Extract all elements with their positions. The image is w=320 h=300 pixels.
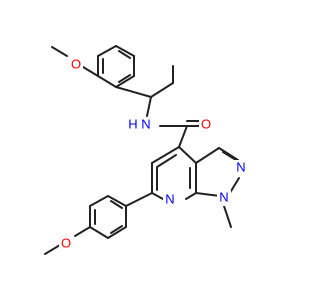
pyridine-nitrogen-label: N bbox=[165, 191, 174, 206]
bottom-methoxyphenyl-group bbox=[44, 195, 127, 255]
bottom-ring-bond-4 bbox=[89, 226, 109, 239]
pyrazolopyridine-core bbox=[125, 146, 240, 228]
methyl-nitrogen-label: N bbox=[219, 189, 228, 204]
n-methyl-bond bbox=[223, 205, 232, 228]
top-ring-double-2 bbox=[118, 50, 131, 59]
amide-nitrogen-label: N bbox=[141, 116, 150, 131]
pyrazole-bond-1 bbox=[195, 147, 220, 164]
bottom-ring-double-3 bbox=[110, 225, 123, 234]
amide-hydrogen-label: H bbox=[128, 116, 137, 131]
bond-bottom-ring-to-o bbox=[74, 226, 91, 237]
amide-oxygen-label: O bbox=[201, 116, 211, 131]
top-methoxyphenyl-group bbox=[51, 45, 135, 88]
pyridine-bond-4 bbox=[185, 192, 197, 200]
molecule-structure: O O N H N N N O bbox=[44, 45, 248, 255]
propyl-amide-linker bbox=[115, 65, 202, 148]
bottom-ring-bond-2 bbox=[89, 195, 109, 207]
bond-ch-to-ch2 bbox=[150, 82, 174, 98]
pyrazole-bond-3 bbox=[222, 151, 237, 161]
bond-core-to-bottom-aryl bbox=[125, 192, 153, 207]
bond-top-o-ring bbox=[82, 66, 99, 77]
bottom-methoxy-oxygen-label: O bbox=[61, 235, 71, 250]
molecule-canvas: O O N H N N N O bbox=[44, 45, 248, 255]
bond-carbonyl-to-core bbox=[178, 125, 188, 148]
pyrazole-bond-5 bbox=[195, 192, 221, 197]
pyridine-bond-3 bbox=[151, 192, 164, 200]
top-ring-double-3 bbox=[118, 74, 131, 83]
bond-top-methyl bbox=[51, 46, 68, 57]
top-ring-bond-2 bbox=[97, 45, 117, 57]
bond-ch-to-n bbox=[146, 96, 152, 117]
bond-bottom-o-to-methyl bbox=[44, 244, 61, 255]
bottom-ring-bond-1 bbox=[107, 195, 127, 207]
bottom-ring-bond-5 bbox=[107, 226, 127, 239]
bottom-ring-double-1 bbox=[110, 200, 123, 209]
top-ring-bond-3 bbox=[115, 45, 135, 57]
top-ring-bond-5 bbox=[115, 75, 135, 88]
top-ring-bond-6 bbox=[97, 75, 117, 88]
atom-labels: O O N H N N N O bbox=[59, 56, 248, 252]
pyridine-double-1 bbox=[156, 154, 177, 168]
pyridine-bond-6 bbox=[178, 146, 197, 164]
bond-aryl-to-ch bbox=[115, 86, 152, 98]
pyridine-bond-1 bbox=[151, 146, 180, 164]
pyrazole-nitrogen-label: N bbox=[236, 159, 245, 174]
pyrazole-bond-2 bbox=[218, 147, 239, 161]
top-methoxy-oxygen-label: O bbox=[71, 56, 81, 71]
